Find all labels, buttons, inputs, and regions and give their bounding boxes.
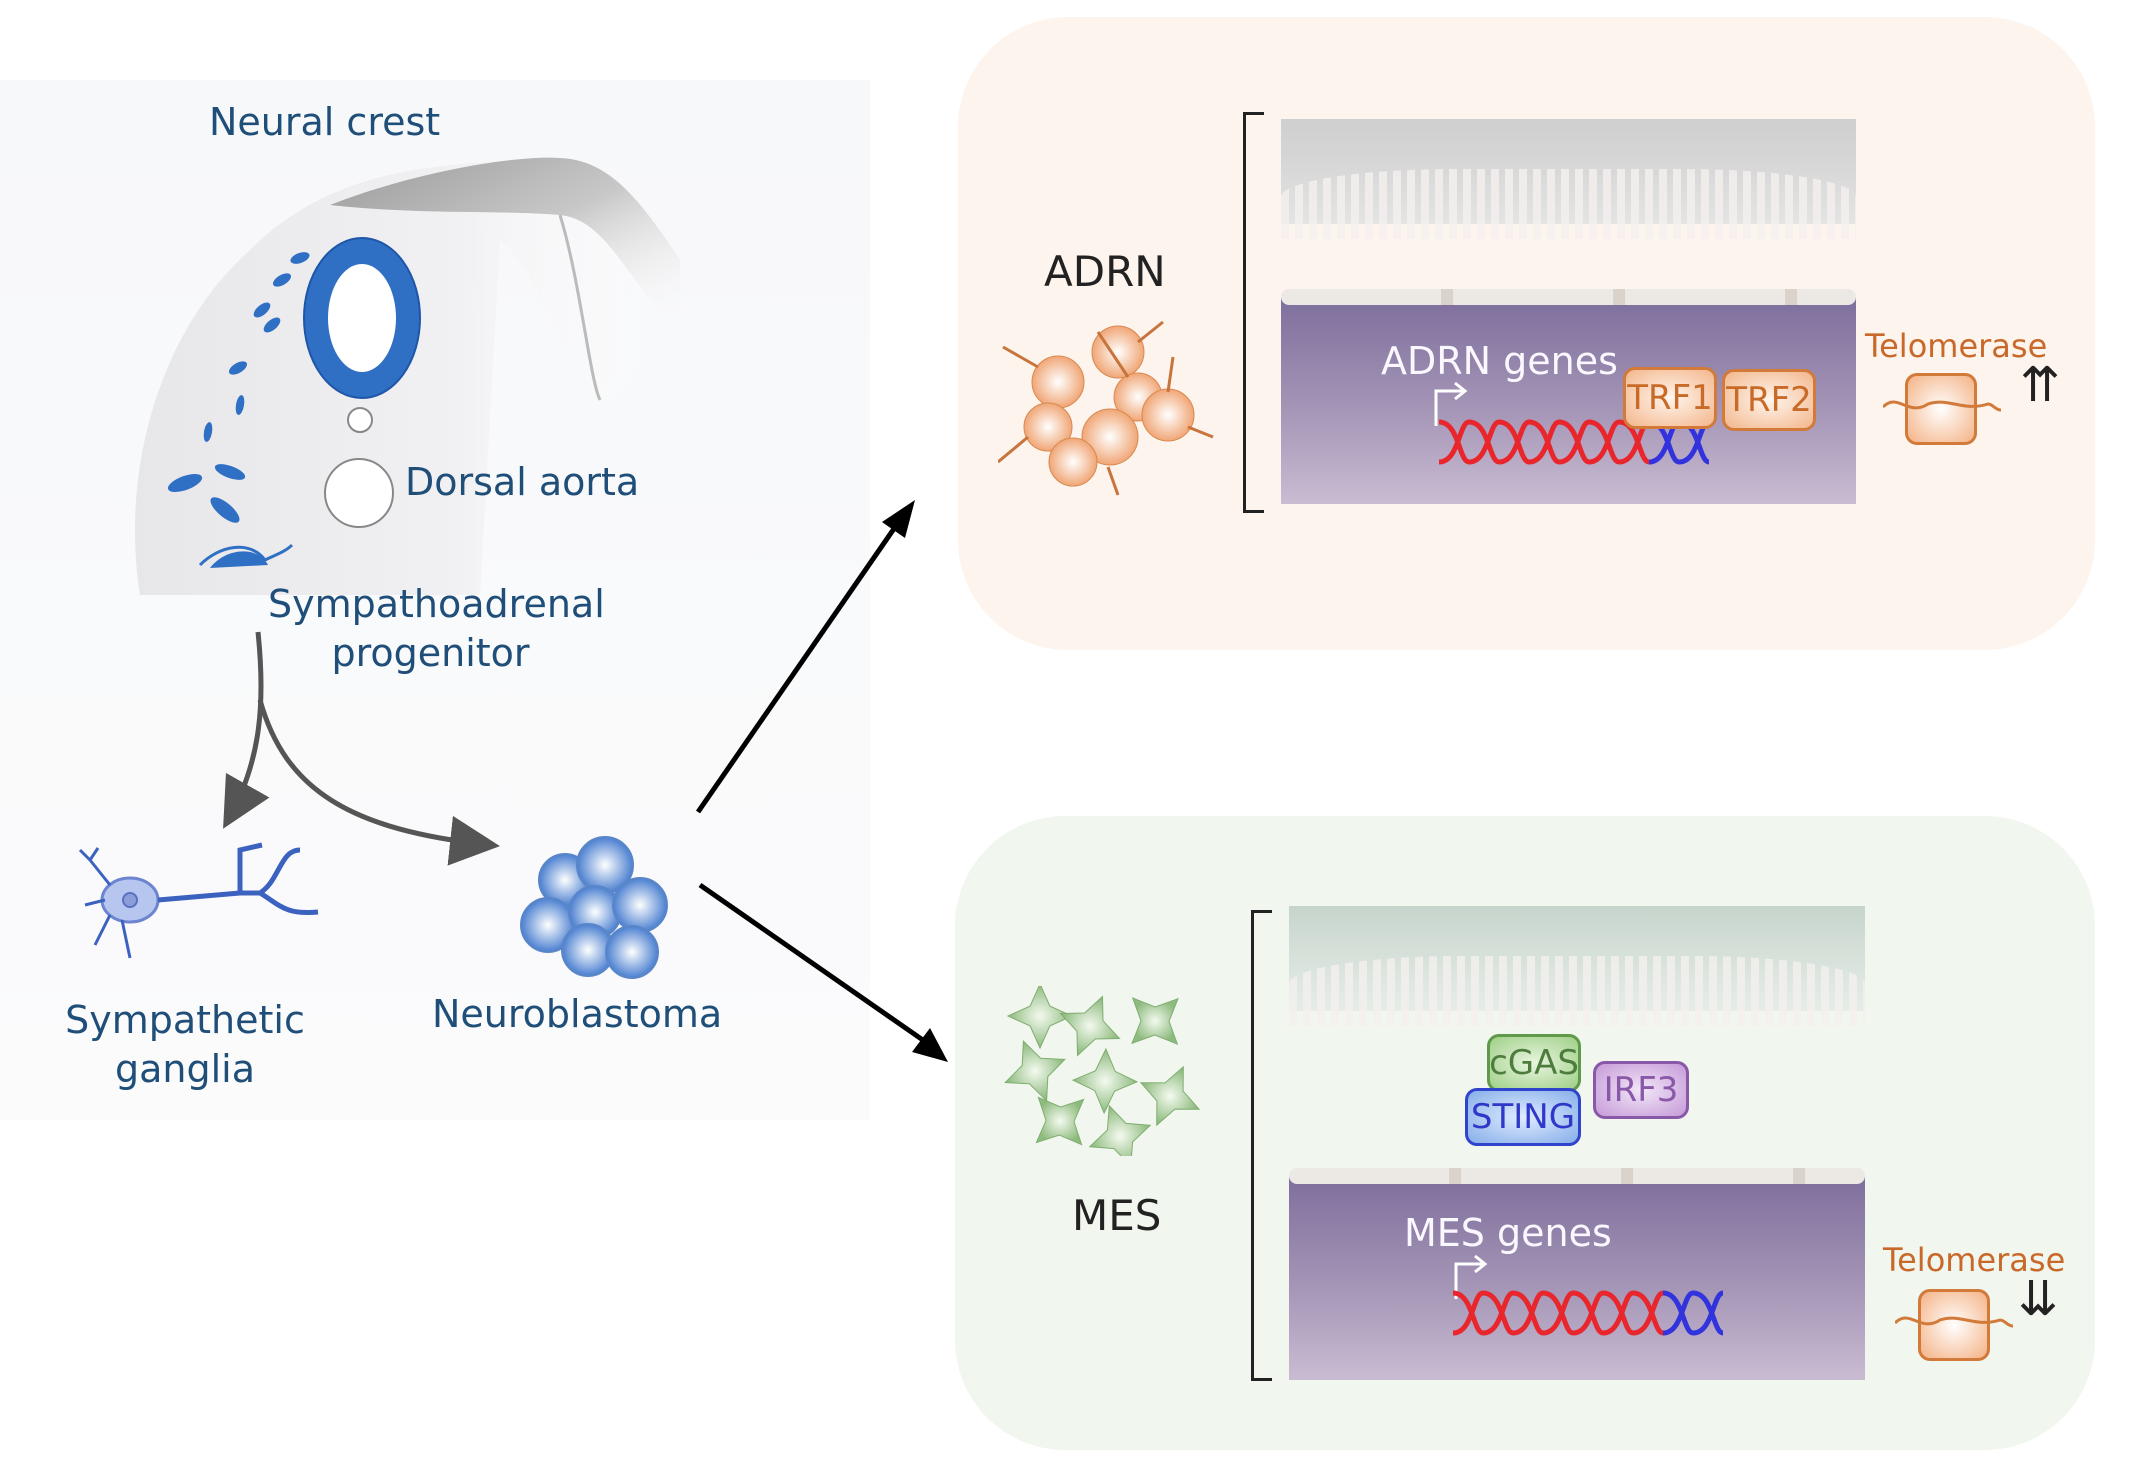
notochord <box>347 407 373 433</box>
mes-cell-cluster <box>1004 986 1201 1156</box>
mes-cell <box>1088 1104 1152 1156</box>
dna-strand-segment <box>1452 1290 1485 1336</box>
nuclear-envelope <box>1289 1168 1865 1184</box>
arrow-to-ganglia <box>223 631 270 829</box>
embryo-ridge <box>330 157 680 330</box>
mes-bracket <box>1251 910 1272 1381</box>
adrn-panel: ADRN ADRN genes TRF1 TRF2 Telomerase ⇈ <box>958 17 2095 650</box>
ganglia-label-line1: Sympathetic <box>65 998 305 1042</box>
dna-strand-segment <box>1602 1290 1635 1336</box>
arrowhead-mes <box>912 1028 948 1062</box>
dorsal-aorta-label: Dorsal aorta <box>405 460 640 504</box>
plasma-membrane <box>1281 119 1856 239</box>
adrn-telomerase-icon <box>1905 373 1977 445</box>
mes-cell <box>1004 1040 1066 1102</box>
neural-tube <box>303 237 421 399</box>
trf1-protein: TRF1 <box>1623 367 1717 429</box>
adrn-cell-cluster <box>998 320 1214 496</box>
dna-strand-segment <box>1542 1290 1575 1336</box>
sting-protein: STING <box>1465 1088 1581 1146</box>
dna-strand-segment <box>1572 1290 1605 1336</box>
dna-strand-segment <box>1482 1290 1515 1336</box>
telomerase-down-arrows-icon: ⇊ <box>2018 1271 2059 1327</box>
nucleus <box>1289 1168 1865 1380</box>
arrow-to-adrn <box>695 518 903 814</box>
dna-strand-segment <box>1528 419 1561 465</box>
transcription-start-arrow-icon <box>1434 381 1468 426</box>
arrowhead-adrn <box>882 500 915 538</box>
mes-cell <box>1139 1065 1201 1127</box>
neural-crest-label: Neural crest <box>209 100 441 144</box>
mes-cell-diagram: cGAS STING IRF3 MES genes <box>1289 906 1865 1380</box>
ganglia-label: Sympathetic ganglia <box>60 996 310 1095</box>
arrow-to-neuroblastoma <box>257 699 500 866</box>
adrn-genes-label: ADRN genes <box>1381 339 1618 383</box>
telomerase-rna-icon <box>1883 400 2002 412</box>
dna-strand-segment <box>1498 419 1531 465</box>
dna-strand-segment <box>1558 419 1591 465</box>
mes-title: MES <box>1072 1191 1162 1240</box>
telomerase-rna-icon <box>1895 1316 2014 1328</box>
dna-strand-segment <box>1468 419 1501 465</box>
dna-strand-segment <box>1512 1290 1545 1336</box>
mes-genes-label: MES genes <box>1404 1211 1612 1255</box>
neuroblastoma-cluster <box>520 836 668 979</box>
progenitor-label-line1: Sympathoadrenal <box>268 582 605 626</box>
mes-panel: MES cGAS STING IRF3 MES genes Telomerase… <box>955 816 2095 1450</box>
adrn-telomerase-label: Telomerase <box>1865 327 2048 365</box>
transcription-start-arrow-icon <box>1454 1254 1488 1299</box>
telomerase-up-arrows-icon: ⇈ <box>2020 357 2061 413</box>
plasma-membrane <box>1289 906 1865 1026</box>
mes-cell <box>1006 986 1074 1050</box>
irf3-protein: IRF3 <box>1593 1061 1689 1119</box>
dna-helix-icon <box>1438 419 1711 465</box>
dna-strand-segment <box>1588 419 1621 465</box>
mes-cell <box>1059 995 1121 1057</box>
adrn-cell-diagram: ADRN genes TRF1 TRF2 <box>1281 119 1856 504</box>
cgas-protein: cGAS <box>1487 1034 1581 1092</box>
mes-cell <box>1131 997 1179 1045</box>
mes-telomerase-label: Telomerase <box>1883 1241 2066 1279</box>
dna-helix-icon <box>1452 1290 1725 1336</box>
neuroblastoma-label: Neuroblastoma <box>432 992 723 1036</box>
trf2-protein: TRF2 <box>1722 369 1816 431</box>
sympathetic-neuron <box>78 842 319 959</box>
progenitor-label-line2: progenitor <box>331 631 530 676</box>
lineage-illustration <box>78 157 948 1062</box>
dorsal-aorta <box>324 458 394 528</box>
dna-strand-segment <box>1662 1290 1695 1336</box>
embryo-cross-section <box>134 159 676 595</box>
migrating-neural-crest-cells <box>167 252 310 568</box>
dna-strand-segment <box>1692 1290 1725 1336</box>
nuclear-envelope <box>1281 289 1856 305</box>
mes-cell <box>1035 1096 1085 1146</box>
dna-strand-segment <box>1438 419 1471 465</box>
arrow-to-mes <box>698 882 932 1048</box>
adrn-title: ADRN <box>1044 247 1166 296</box>
dna-strand-segment <box>1632 1290 1665 1336</box>
ganglia-label-line2: ganglia <box>114 1047 255 1092</box>
progenitor-label: Sympathoadrenal progenitor <box>268 580 605 679</box>
mes-cell <box>1071 1047 1139 1115</box>
adrn-bracket <box>1243 112 1264 513</box>
